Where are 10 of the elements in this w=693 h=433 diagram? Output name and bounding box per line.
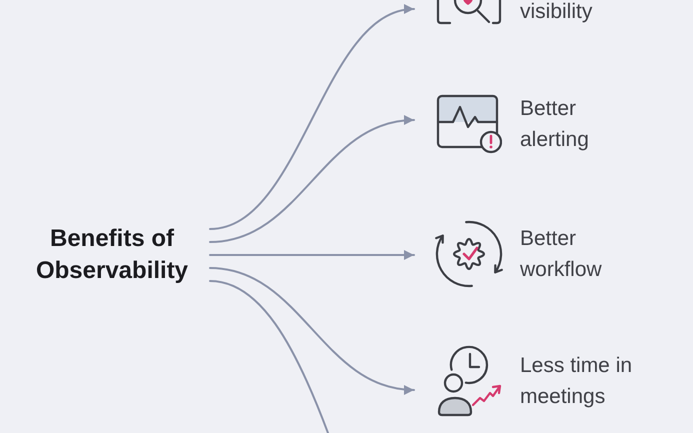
benefit-label: Better alerting (520, 96, 590, 153)
arrow (209, 116, 415, 243)
benefit-label: Better workflow (520, 226, 603, 283)
benefit-label: Less time in meetings (520, 353, 634, 410)
arrow (209, 6, 415, 230)
curved-line (209, 280, 329, 433)
arrow (209, 250, 415, 260)
heading-label: Benefits of Observability (34, 224, 190, 286)
benefit-label: visibility (520, 0, 594, 24)
arrow (209, 267, 415, 394)
